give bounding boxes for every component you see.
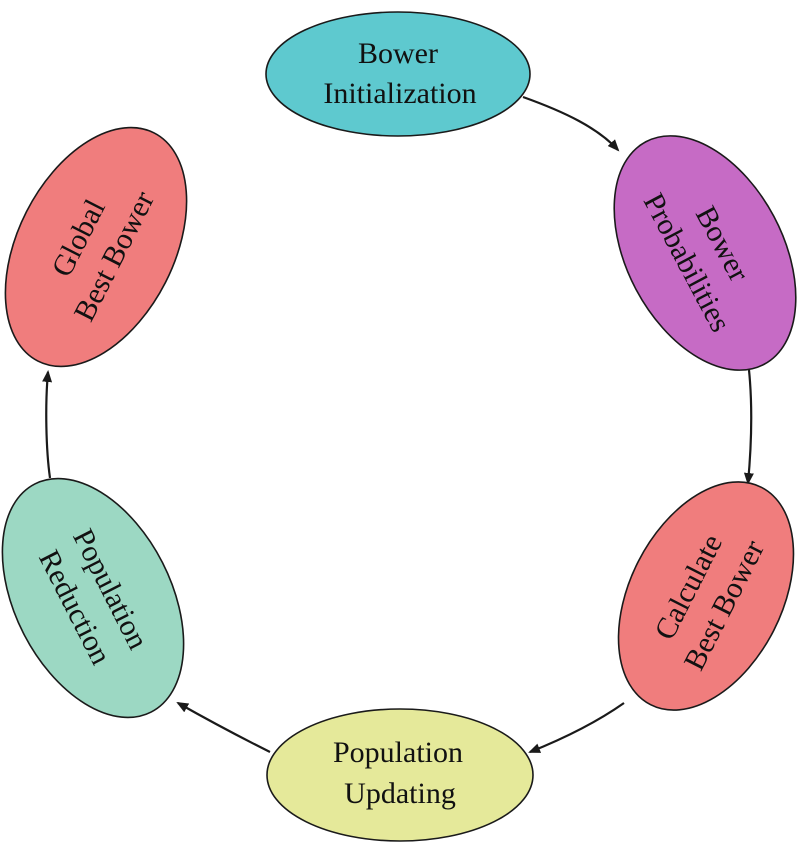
node-population-reduction: Population Reduction [1, 477, 185, 719]
node-shape [265, 11, 531, 137]
node-label-line: Initialization [323, 77, 476, 110]
node-bower-initialization: Bower Initialization [265, 11, 531, 137]
node-population-updating: Population Updating [266, 708, 534, 842]
edges [42, 95, 754, 754]
node-label-line: Updating [344, 777, 456, 810]
node-shape [613, 135, 797, 371]
node-shape [1, 477, 185, 719]
node-shape [266, 708, 534, 842]
node-shape [617, 481, 795, 711]
edge-updating-to-reduction [176, 702, 271, 753]
node-global-best-bower: Global Best Bower [4, 126, 188, 368]
node-label-line: Bower [358, 37, 438, 70]
edge-probabilities-to-calculate [743, 369, 754, 485]
edge-calculate-to-updating [528, 702, 625, 754]
node-calculate-best-bower: Calculate Best Bower [617, 481, 795, 711]
edge-reduction-to-global [42, 370, 53, 479]
node-label-line: Population [333, 736, 463, 769]
edge-initialization-to-probabilities [522, 95, 620, 152]
node-bower-probabilities: Bower Probabilities [613, 135, 797, 371]
node-shape [4, 126, 188, 368]
